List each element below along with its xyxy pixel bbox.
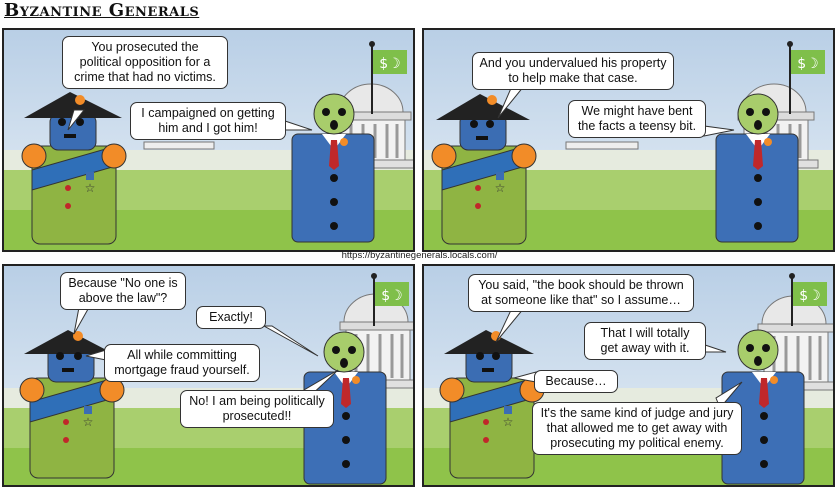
svg-text:$☽: $☽ bbox=[381, 288, 402, 304]
panel-4: $☽ ☆ You said, "the boo bbox=[422, 264, 835, 487]
plume-icon bbox=[75, 95, 85, 105]
panel-1: $☽ ☆ You bbox=[2, 28, 415, 252]
medal-icon bbox=[86, 172, 94, 180]
speech-bubble: That I will totally get away with it. bbox=[584, 322, 706, 360]
zombie-character bbox=[721, 329, 805, 485]
plume-icon bbox=[73, 331, 83, 341]
dollar-flag-icon: $☽ bbox=[787, 41, 825, 114]
dollar-flag-icon: $☽ bbox=[369, 41, 407, 114]
speech-bubble: We might have bent the facts a teensy bi… bbox=[568, 100, 706, 138]
star-icon: ☆ bbox=[495, 181, 506, 195]
speech-bubble: It's the same kind of judge and jury tha… bbox=[532, 402, 742, 455]
speech-bubble: I campaigned on getting him and I got hi… bbox=[130, 102, 286, 140]
panel-3: $☽ ☆ Because "No one is abov bbox=[2, 264, 415, 487]
panel-1-scene: $☽ ☆ bbox=[4, 41, 413, 250]
speech-bubble: Because… bbox=[534, 370, 618, 393]
medal-icon bbox=[496, 172, 504, 180]
speech-bubble: Because "No one is above the law"? bbox=[60, 272, 186, 310]
star-icon: ☆ bbox=[83, 415, 94, 429]
star-icon: ☆ bbox=[503, 415, 514, 429]
speech-bubble: All while committing mortgage fraud your… bbox=[104, 344, 260, 382]
panel-2-scene: $☽ ☆ bbox=[424, 41, 833, 250]
panel-2: $☽ ☆ And you undervalue bbox=[422, 28, 835, 252]
speech-bubble: You prosecuted the political opposition … bbox=[62, 36, 228, 89]
star-icon: ☆ bbox=[85, 181, 96, 195]
medal-icon bbox=[84, 406, 92, 414]
dollar-flag-icon: $☽ bbox=[371, 273, 409, 326]
zombie-character bbox=[715, 93, 799, 243]
comic-title: Byzantine Generals bbox=[4, 0, 200, 21]
speech-bubble: No! I am being politically prosecuted!! bbox=[180, 390, 334, 428]
svg-text:$☽: $☽ bbox=[797, 56, 818, 72]
medal-icon bbox=[504, 406, 512, 414]
comic-url: https://byzantinegenerals.locals.com/ bbox=[341, 250, 498, 261]
svg-text:$☽: $☽ bbox=[799, 288, 820, 304]
panel-3-scene: $☽ ☆ bbox=[4, 273, 413, 485]
svg-text:$☽: $☽ bbox=[379, 56, 400, 72]
dollar-flag-icon: $☽ bbox=[789, 273, 827, 326]
general-character: ☆ bbox=[21, 92, 127, 245]
speech-bubble: And you undervalued his property to help… bbox=[472, 52, 674, 90]
general-character: ☆ bbox=[439, 330, 545, 479]
speech-bubble: Exactly! bbox=[196, 306, 266, 329]
zombie-character bbox=[303, 331, 387, 485]
zombie-character bbox=[291, 93, 375, 243]
plume-icon bbox=[487, 95, 497, 105]
speech-bubble: You said, "the book should be thrown at … bbox=[468, 274, 694, 312]
general-character: ☆ bbox=[431, 94, 537, 245]
